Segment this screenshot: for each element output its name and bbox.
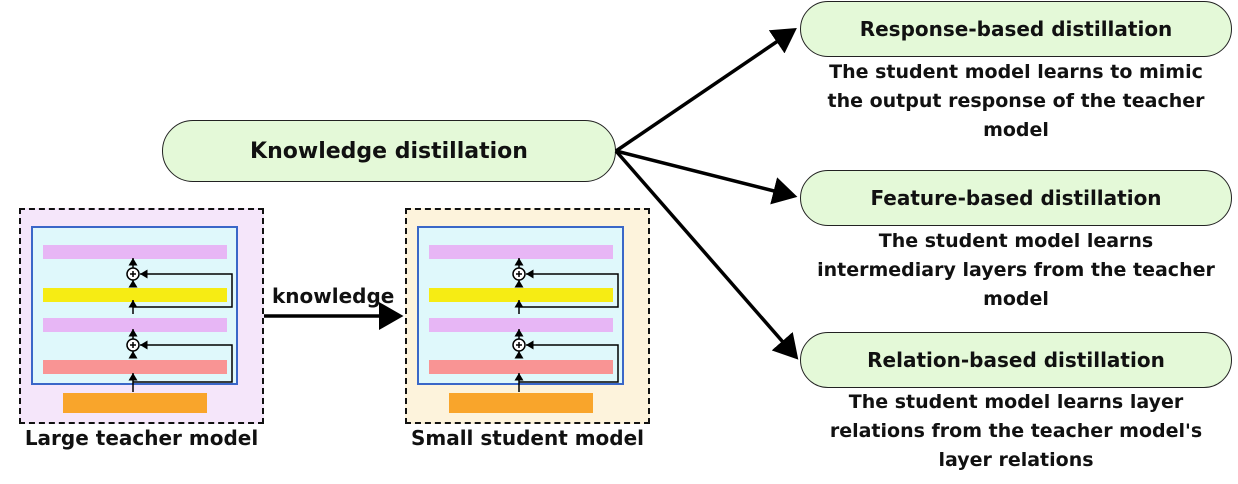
feature-based-description: The student model learns intermediary la… — [800, 227, 1232, 314]
teacher-layer-yellow — [43, 288, 227, 302]
relation-based-title: Relation-based distillation — [867, 348, 1165, 372]
description-line: layer relations — [938, 449, 1094, 471]
feature-based-node: Feature-based distillation — [800, 170, 1232, 226]
description-line: the output response of the teacher — [827, 90, 1205, 112]
teacher-network — [31, 226, 238, 385]
student-layer-yellow — [429, 288, 613, 302]
knowledge-arrow-label: knowledge — [272, 284, 395, 308]
relation-based-description: The student model learns layer relations… — [800, 388, 1232, 475]
description-line: model — [983, 119, 1049, 141]
student-caption: Small student model — [410, 426, 645, 450]
teacher-input-layer — [63, 393, 207, 413]
teacher-layer-purple-mid — [43, 318, 227, 332]
description-line: relations from the teacher model's — [829, 420, 1203, 442]
arrow-to-response — [615, 28, 797, 153]
description-line: intermediary layers from the teacher — [817, 259, 1215, 281]
student-layer-red — [429, 360, 613, 374]
relation-based-node: Relation-based distillation — [800, 332, 1232, 388]
description-line: model — [983, 288, 1049, 310]
feature-based-title: Feature-based distillation — [870, 186, 1162, 210]
description-line: The student model learns — [878, 230, 1154, 252]
response-based-description: The student model learns to mimic the ou… — [800, 58, 1232, 145]
response-based-title: Response-based distillation — [859, 17, 1173, 41]
teacher-layer-red — [43, 360, 227, 374]
student-layer-purple-top — [429, 245, 613, 259]
arrow-to-relation — [614, 149, 799, 360]
knowledge-distillation-label: Knowledge distillation — [250, 138, 528, 164]
description-line: The student model learns layer — [848, 391, 1184, 413]
student-residual-connections — [512, 258, 619, 392]
description-line: The student model learns to mimic — [829, 61, 1203, 83]
student-input-layer — [449, 393, 593, 413]
teacher-model-box — [19, 208, 264, 424]
knowledge-distillation-node: Knowledge distillation — [162, 120, 616, 182]
response-based-node: Response-based distillation — [800, 1, 1232, 57]
teacher-caption: Large teacher model — [24, 426, 259, 450]
teacher-layer-purple-top — [43, 245, 227, 259]
student-layer-purple-mid — [429, 318, 613, 332]
teacher-residual-connections — [126, 258, 233, 392]
arrow-to-feature — [615, 149, 798, 205]
